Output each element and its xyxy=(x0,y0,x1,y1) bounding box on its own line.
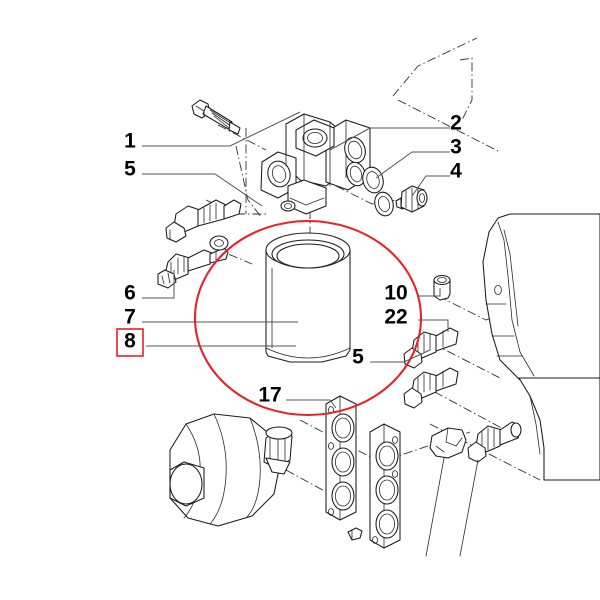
callout-5a[interactable]: 5 xyxy=(124,158,136,181)
engine-block-partial xyxy=(482,213,600,481)
union-adapter-parts xyxy=(403,327,459,409)
clamp-and-fitting-parts xyxy=(425,421,522,557)
callout-1[interactable]: 1 xyxy=(124,130,136,153)
sealing-ring-parts xyxy=(362,166,394,217)
callout-7[interactable]: 7 xyxy=(124,306,136,329)
cap-plug-part xyxy=(433,274,451,301)
highlight-ellipse xyxy=(193,219,423,417)
callout-4[interactable]: 4 xyxy=(450,160,462,183)
callout-6[interactable]: 6 xyxy=(124,282,136,305)
callout-8[interactable]: 8 xyxy=(124,330,136,353)
callout-5b[interactable]: 5 xyxy=(352,346,364,369)
callout-leader-line xyxy=(329,127,450,151)
oil-filter-canister-part xyxy=(265,232,351,363)
callout-leader-line xyxy=(142,111,301,147)
spin-on-filter-element xyxy=(169,413,293,527)
highlight-box-callout-8 xyxy=(116,328,144,357)
plug-fitting-part xyxy=(395,185,428,213)
callout-17[interactable]: 17 xyxy=(258,384,281,407)
callout-leader-line xyxy=(418,288,441,297)
callout-leader-line xyxy=(142,270,175,299)
mounting-flange-plates xyxy=(325,395,401,549)
callout-leader-line xyxy=(370,349,431,363)
filter-head-housing-part xyxy=(260,113,371,215)
callout-leader-line xyxy=(418,319,449,332)
callout-leader-line xyxy=(142,173,263,207)
hex-socket-bolt-part xyxy=(191,99,241,135)
callout-leader-line xyxy=(286,399,337,409)
callout-leader-line xyxy=(375,151,450,179)
pressure-switch-part xyxy=(157,247,229,289)
callout-leader-line xyxy=(411,175,450,197)
connector-fitting-left-part xyxy=(165,199,242,243)
callout-leader-lines xyxy=(142,111,450,409)
o-ring-seal-part xyxy=(209,235,229,251)
callout-2[interactable]: 2 xyxy=(450,112,462,135)
callout-3[interactable]: 3 xyxy=(450,136,462,159)
callout-10[interactable]: 10 xyxy=(384,282,407,305)
callout-22[interactable]: 22 xyxy=(384,306,407,329)
